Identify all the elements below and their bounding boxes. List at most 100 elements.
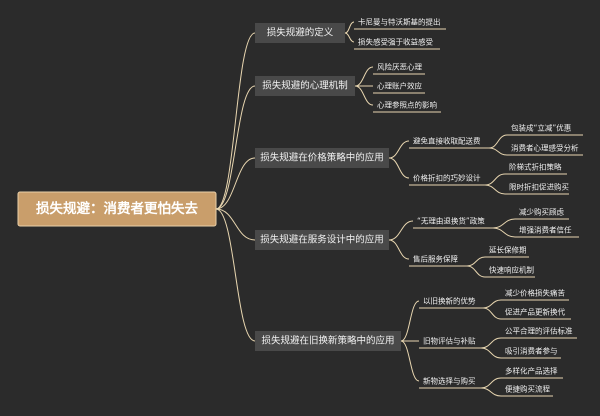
branch-node-box <box>255 148 389 168</box>
branch-node-1[interactable]: 损失规避的定义 <box>255 23 345 43</box>
sub-node[interactable]: 损失感受强于收益感受 <box>358 37 433 47</box>
connector-branch-4-sub-2 <box>388 239 410 260</box>
connector-sub-leaf <box>492 227 516 238</box>
sub-node-label: 心理参照点的影响 <box>377 100 437 110</box>
sub-node-label: “无理由退换货”政策 <box>417 216 485 226</box>
connector-branch-2-sub-3 <box>354 85 374 106</box>
connector-sub-leaf <box>466 265 486 278</box>
connector-branch-4-sub-1 <box>388 220 414 241</box>
connector-sub-leaf <box>488 147 508 156</box>
leaf-node[interactable]: 公平合理的评估标准 <box>505 326 573 336</box>
leaf-node-label: 消费者心理感受分析 <box>511 143 579 153</box>
leaf-node-label: 减少价格损失痛苦 <box>505 288 565 298</box>
sub-node[interactable]: 卡尼曼与特沃斯基的提出 <box>358 17 441 27</box>
connector-sub-leaf <box>484 173 506 186</box>
leaf-node[interactable]: 快速响应机制 <box>489 265 534 275</box>
leaf-node[interactable]: 吸引消费者参与 <box>505 346 558 356</box>
sub-node-label: 风险厌恶心理 <box>377 62 422 72</box>
sub-node-label: 损失感受强于收益感受 <box>358 37 433 47</box>
sub-node[interactable]: 以旧换新的优势 <box>423 296 476 306</box>
sub-node[interactable]: 价格折扣的巧妙设计 <box>413 173 481 183</box>
connector-root-branch-2 <box>215 85 256 210</box>
sub-node[interactable]: 心理参照点的影响 <box>377 100 437 110</box>
leaf-node[interactable]: 限时折扣促进购买 <box>509 182 569 192</box>
branch-node-4[interactable]: 损失规避在服务设计中的应用 <box>255 230 389 250</box>
connector-sub-leaf <box>482 299 502 309</box>
leaf-node-label: 公平合理的评估标准 <box>505 326 573 336</box>
sub-node[interactable]: “无理由退换货”政策 <box>417 216 485 226</box>
leaf-node[interactable]: 促进产品更新换代 <box>505 307 565 317</box>
sub-node-label: 以旧换新的优势 <box>423 296 476 306</box>
connector-sub-leaf <box>484 184 506 195</box>
leaf-node-label: 吸引消费者参与 <box>505 346 558 356</box>
sub-node-label: 价格折扣的巧妙设计 <box>413 173 481 183</box>
connector-sub-leaf <box>466 256 486 267</box>
leaf-node[interactable]: 包装成“立减”优惠 <box>511 123 572 133</box>
connector-sub-leaf <box>482 307 502 320</box>
sub-node[interactable]: 心理账户效应 <box>377 81 422 91</box>
connector-sub-leaf <box>492 218 516 229</box>
nodes: 损失规避：消费者更怕失去 损失规避的定义 卡尼曼与特沃斯基的提出损失感受强于收益感… <box>17 17 579 394</box>
sub-node-label: 新物选择与购买 <box>423 376 476 386</box>
sub-node-label: 售后服务保障 <box>413 254 458 264</box>
connector-branch-1-sub-1 <box>344 21 355 34</box>
sub-node[interactable]: 避免直接收取配送费 <box>413 136 481 146</box>
branch-node-5[interactable]: 损失规避在旧换新策略中的应用 <box>255 331 401 351</box>
connector-root-branch-5 <box>215 208 256 342</box>
connector-branch-5-sub-1 <box>400 300 420 342</box>
connector-root-branch-1 <box>215 32 256 210</box>
branch-node-2[interactable]: 损失规避的心理机制 <box>255 76 355 96</box>
sub-node-label: 避免直接收取配送费 <box>413 136 481 146</box>
leaf-node[interactable]: 减少购买顾虑 <box>519 207 564 217</box>
connector-root-branch-3 <box>215 157 256 210</box>
connector-branch-3-sub-2 <box>388 157 410 179</box>
connector-sub-leaf <box>488 134 508 149</box>
leaf-node-label: 延长保修期 <box>489 245 527 255</box>
connector-sub-leaf <box>480 337 502 349</box>
branch-node-box <box>255 331 401 351</box>
branch-node-label: 损失规避的心理机制 <box>262 80 348 92</box>
leaf-node-label: 快速响应机制 <box>489 265 534 275</box>
connector-sub-leaf <box>480 377 502 389</box>
leaf-node[interactable]: 多样化产品选择 <box>505 366 558 376</box>
leaf-node[interactable]: 便捷购买流程 <box>505 384 550 394</box>
leaf-node-label: 便捷购买流程 <box>505 384 550 394</box>
leaf-node-label: 包装成“立减”优惠 <box>511 123 572 133</box>
sub-node[interactable]: 售后服务保障 <box>413 254 458 264</box>
root-node[interactable]: 损失规避：消费者更怕失去 <box>17 191 217 227</box>
branch-node-label: 损失规避在服务设计中的应用 <box>260 234 384 246</box>
branch-node-3[interactable]: 损失规避在价格策略中的应用 <box>255 148 389 168</box>
leaf-node[interactable]: 阶梯式折扣策略 <box>509 162 562 172</box>
sub-node[interactable]: 旧物评估与补贴 <box>423 336 476 346</box>
sub-node-label: 卡尼曼与特沃斯基的提出 <box>358 17 441 27</box>
sub-node[interactable]: 风险厌恶心理 <box>377 62 422 72</box>
connector-branch-5-sub-3 <box>400 340 420 382</box>
connector-sub-leaf <box>480 387 502 397</box>
connectors <box>215 21 583 397</box>
branch-node-box <box>255 76 355 96</box>
sub-node-label: 旧物评估与补贴 <box>423 336 476 346</box>
leaf-node-label: 增强消费者信任 <box>519 225 572 235</box>
connector-branch-2-sub-1 <box>354 66 374 87</box>
leaf-node[interactable]: 减少价格损失痛苦 <box>505 288 565 298</box>
branch-node-label: 损失规避的定义 <box>267 27 334 39</box>
leaf-node[interactable]: 消费者心理感受分析 <box>511 143 579 153</box>
branch-node-label: 损失规避在旧换新策略中的应用 <box>261 335 394 347</box>
connector-branch-1-sub-2 <box>344 32 355 43</box>
sub-node[interactable]: 新物选择与购买 <box>423 376 476 386</box>
branch-node-label: 损失规避在价格策略中的应用 <box>260 152 384 164</box>
leaf-node-label: 促进产品更新换代 <box>505 307 565 317</box>
connector-root-branch-4 <box>215 208 256 241</box>
leaf-node[interactable]: 延长保修期 <box>489 245 527 255</box>
leaf-node[interactable]: 增强消费者信任 <box>519 225 572 235</box>
leaf-node-label: 阶梯式折扣策略 <box>509 162 562 172</box>
connector-branch-3-sub-1 <box>388 140 410 159</box>
branch-node-box <box>255 230 389 250</box>
leaf-node-label: 多样化产品选择 <box>505 366 558 376</box>
branch-node-box <box>255 23 345 43</box>
leaf-node-label: 减少购买顾虑 <box>519 207 564 217</box>
leaf-node-label: 限时折扣促进购买 <box>509 182 569 192</box>
connector-sub-leaf <box>480 347 502 359</box>
sub-node-label: 心理账户效应 <box>377 81 422 91</box>
